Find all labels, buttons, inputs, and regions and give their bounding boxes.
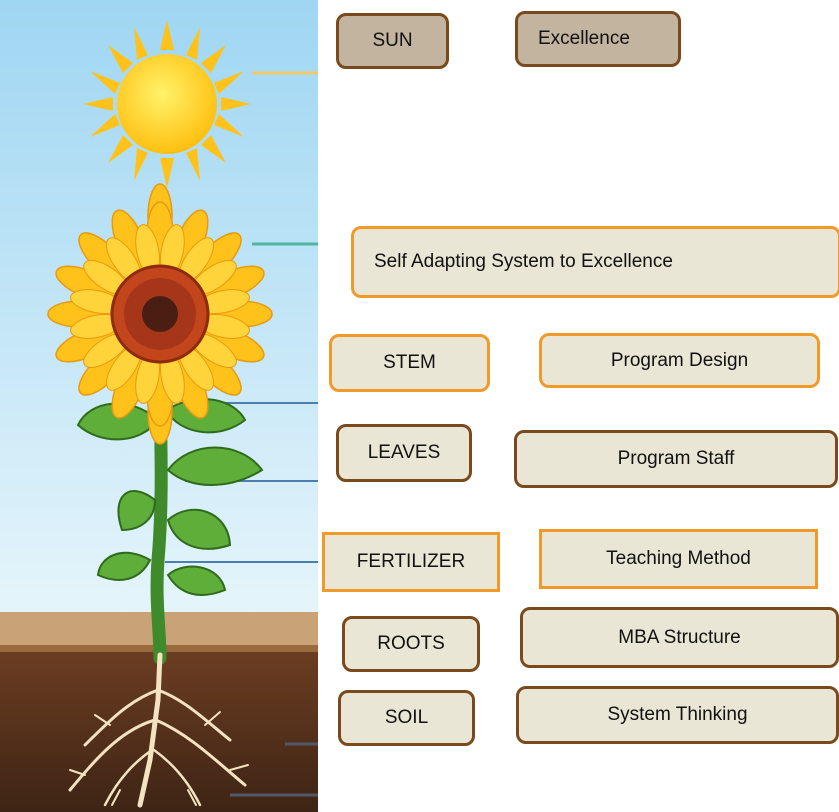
- label-self-adapting-system: Self Adapting System to Excellence: [351, 226, 839, 298]
- label-sun: SUN: [336, 13, 449, 69]
- label-mba-structure: MBA Structure: [520, 607, 839, 668]
- sun-icon: [83, 20, 251, 188]
- label-stem: STEM: [329, 334, 490, 392]
- label-soil: SOIL: [338, 690, 475, 746]
- label-system-thinking: System Thinking: [516, 686, 839, 744]
- label-roots: ROOTS: [342, 616, 480, 672]
- roots: [68, 652, 249, 808]
- label-program-design: Program Design: [539, 333, 820, 388]
- label-program-staff: Program Staff: [514, 430, 838, 488]
- label-leaves: LEAVES: [336, 424, 472, 482]
- label-excellence: Excellence: [515, 11, 681, 67]
- label-teaching-method: Teaching Method: [539, 529, 818, 589]
- sunflower-head: [47, 183, 273, 445]
- label-fertilizer: FERTILIZER: [322, 532, 500, 592]
- sunflower-illustration: [0, 0, 318, 812]
